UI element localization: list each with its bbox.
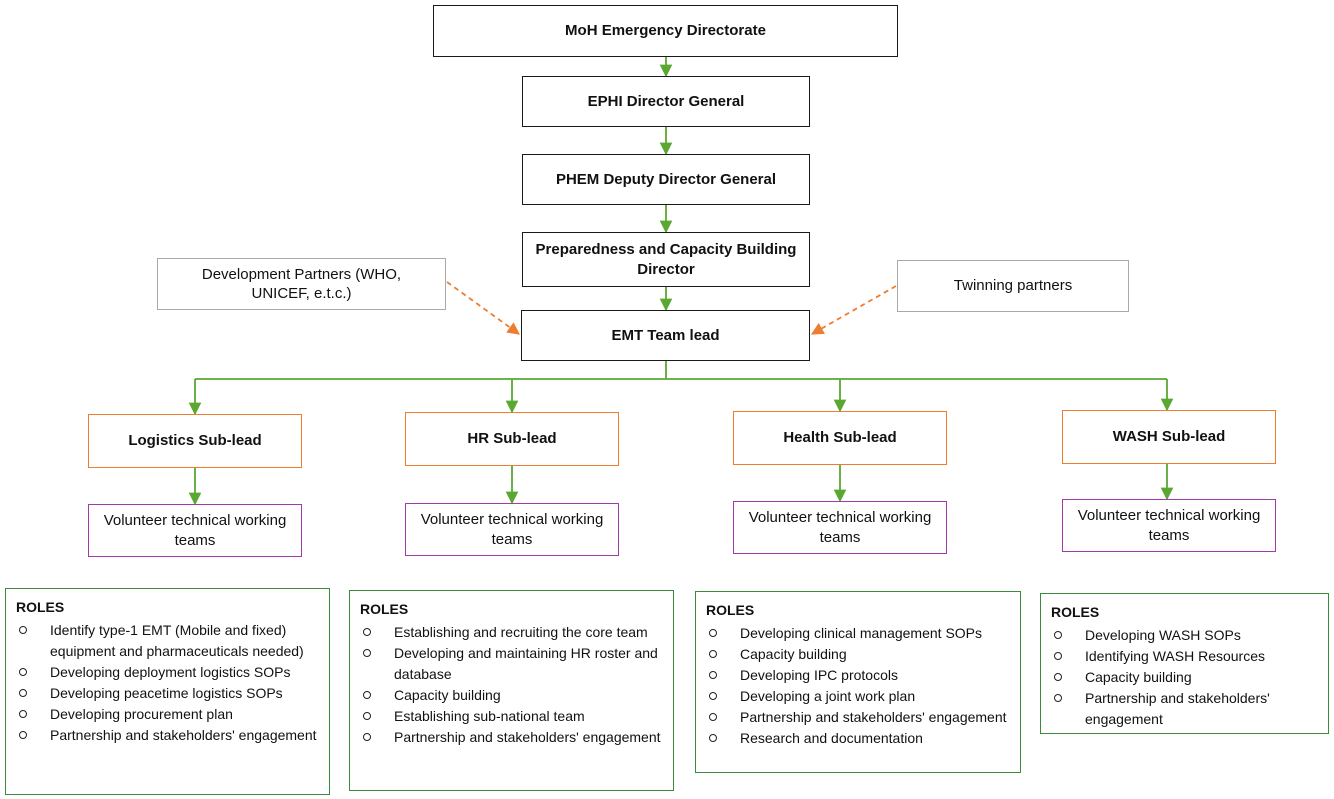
phem-deputy-director-node: PHEM Deputy Director General [522, 154, 810, 205]
role-item: Developing deployment logistics SOPs [16, 662, 321, 683]
role-item: Developing procurement plan [16, 704, 321, 725]
role-item: Partnership and stakeholders' engagement [1051, 688, 1320, 730]
ephi-director-general-node: EPHI Director General [522, 76, 810, 127]
roles-title: ROLES [1051, 604, 1100, 620]
hr-sublead-node: HR Sub-lead [405, 412, 619, 466]
branch-connector [195, 361, 1167, 380]
role-item: Partnership and stakeholders' engagement [16, 725, 321, 746]
role-item: Identifying WASH Resources [1051, 646, 1320, 667]
twinning-partners-node: Twinning partners [897, 260, 1129, 312]
role-item: Developing peacetime logistics SOPs [16, 683, 321, 704]
hr-volunteer-teams-node: Volunteer technical working teams [405, 503, 619, 556]
role-item: Developing a joint work plan [706, 686, 1012, 707]
role-item: Developing WASH SOPs [1051, 625, 1320, 646]
hr-roles-box: ROLES Establishing and recruiting the co… [349, 590, 674, 791]
wash-roles-box: ROLES Developing WASH SOPs Identifying W… [1040, 593, 1329, 734]
roles-title: ROLES [706, 602, 755, 618]
roles-list: Establishing and recruiting the core tea… [360, 622, 665, 748]
logistics-volunteer-teams-node: Volunteer technical working teams [88, 504, 302, 557]
role-item: Research and documentation [706, 728, 1012, 749]
role-item: Establishing and recruiting the core tea… [360, 622, 665, 643]
health-volunteer-teams-node: Volunteer technical working teams [733, 501, 947, 554]
health-sublead-node: Health Sub-lead [733, 411, 947, 465]
role-item: Capacity building [360, 685, 665, 706]
role-item: Capacity building [1051, 667, 1320, 688]
role-item: Partnership and stakeholders' engagement [706, 707, 1012, 728]
role-item: Developing IPC protocols [706, 665, 1012, 686]
emt-team-lead-node: EMT Team lead [521, 310, 810, 361]
roles-title: ROLES [360, 601, 409, 617]
role-item: Developing clinical management SOPs [706, 623, 1012, 644]
role-item: Identify type-1 EMT (Mobile and fixed) e… [16, 620, 321, 662]
roles-list: Identify type-1 EMT (Mobile and fixed) e… [16, 620, 321, 746]
moh-emergency-directorate-node: MoH Emergency Directorate [433, 5, 898, 57]
arrow-twinning-to-emt [810, 285, 897, 335]
wash-volunteer-teams-node: Volunteer technical working teams [1062, 499, 1276, 552]
roles-list: Developing WASH SOPs Identifying WASH Re… [1051, 625, 1320, 730]
logistics-sublead-node: Logistics Sub-lead [88, 414, 302, 468]
arrow-devpartners-to-emt [446, 281, 521, 335]
role-item: Capacity building [706, 644, 1012, 665]
role-item: Developing and maintaining HR roster and… [360, 643, 665, 685]
role-item: Establishing sub-national team [360, 706, 665, 727]
wash-sublead-node: WASH Sub-lead [1062, 410, 1276, 464]
health-roles-box: ROLES Developing clinical management SOP… [695, 591, 1021, 773]
preparedness-director-node: Preparedness and Capacity Building Direc… [522, 232, 810, 287]
development-partners-node: Development Partners (WHO, UNICEF, e.t.c… [157, 258, 446, 310]
roles-list: Developing clinical management SOPs Capa… [706, 623, 1012, 749]
logistics-roles-box: ROLES Identify type-1 EMT (Mobile and fi… [5, 588, 330, 795]
roles-title: ROLES [16, 599, 65, 615]
role-item: Partnership and stakeholders' engagement [360, 727, 665, 748]
